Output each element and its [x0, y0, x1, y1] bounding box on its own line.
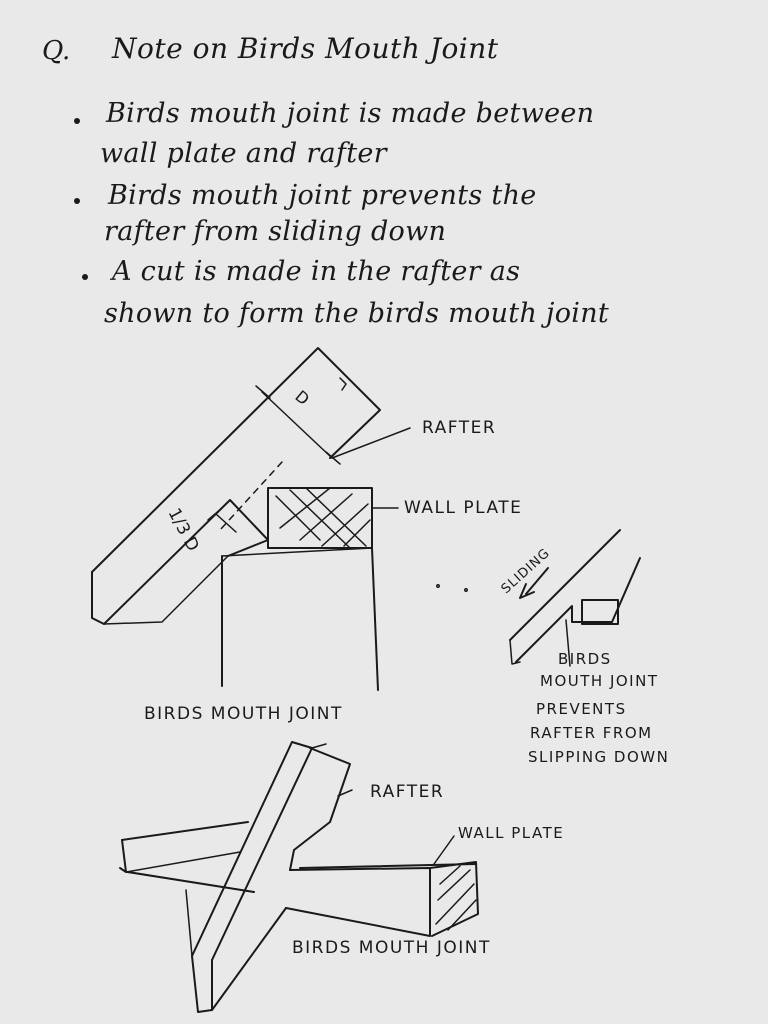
bullet-1-line-2: wall plate and rafter: [100, 138, 387, 169]
small-wall-plate: [581, 599, 619, 625]
bullet-2-line-1: Birds mouth joint prevents the: [108, 180, 537, 211]
dimension-d-line: [261, 391, 333, 459]
question-marker: Q.: [42, 36, 71, 66]
rafter-bottom-edge: [515, 557, 641, 663]
wall-plate-top-back: [121, 821, 249, 841]
bullet-dot: [74, 198, 80, 204]
figure-2-note-line-2: MOUTH JOINT: [540, 672, 659, 690]
bullet-3-line-2: shown to form the birds mouth joint: [104, 298, 610, 329]
bullet-3-line-1: A cut is made in the rafter as: [112, 256, 521, 287]
wall-plate-leader-3: [433, 835, 455, 865]
wall-plate-label-3: WALL PLATE: [458, 824, 565, 842]
figure-2-note-line-3: PREVENTS: [536, 700, 627, 718]
rafter-cut-line: [219, 461, 283, 531]
bullet-2-line-2: rafter from sliding down: [104, 216, 447, 247]
rafter-outline: [91, 347, 381, 573]
wall-plate-block: [267, 487, 373, 549]
rafter-leader-3: [337, 789, 353, 797]
wall-plate-top-right: [299, 863, 477, 869]
wall-plate-hatching: [275, 487, 371, 549]
third-d-label: 1/3 D: [164, 505, 203, 555]
rafter-right-edge: [211, 907, 287, 1011]
figure-1-caption: BIRDS MOUTH JOINT: [144, 704, 343, 724]
wall-right-edge: [371, 547, 379, 691]
rafter-left-face: [191, 741, 313, 961]
dimension-third-d-line: [207, 507, 237, 533]
figure-3-isometric-drawing: [119, 741, 479, 1013]
wall-plate-front-face: [285, 867, 431, 937]
note-title: Note on Birds Mouth Joint: [112, 32, 499, 65]
figure-2-note-line-5: SLIPPING DOWN: [528, 748, 670, 766]
rafter-bottom-end: [191, 955, 213, 1013]
bullet-dot: [82, 274, 88, 280]
wall-plate-label: WALL PLATE: [404, 498, 523, 518]
figure-2-note-line-4: RAFTER FROM: [530, 724, 653, 742]
figure-2-note-line-1: BIRDS: [558, 650, 612, 668]
rafter-label-3: RAFTER: [370, 782, 445, 802]
sliding-arrow-shaft: [525, 567, 549, 595]
d-label: D: [291, 387, 313, 409]
sliding-arrow-head: [519, 583, 535, 599]
rafter-end: [103, 555, 229, 625]
figure-1-section-drawing: [91, 347, 468, 691]
figure-3-caption: BIRDS MOUTH JOINT: [292, 938, 491, 958]
rafter-top-edge: [509, 529, 621, 641]
wall-plate-end-face: [429, 861, 479, 937]
figure-2-sliding-drawing: [509, 529, 641, 667]
bullet-1-line-1: Birds mouth joint is made between: [106, 98, 595, 129]
rafter-leader: [331, 427, 411, 459]
rafter-underside: [91, 499, 269, 625]
rafter-label: RAFTER: [422, 418, 497, 438]
rafter-cut-face: [289, 747, 351, 871]
wall-plate-end-hatching: [435, 865, 477, 931]
bullet-dot: [74, 118, 80, 124]
